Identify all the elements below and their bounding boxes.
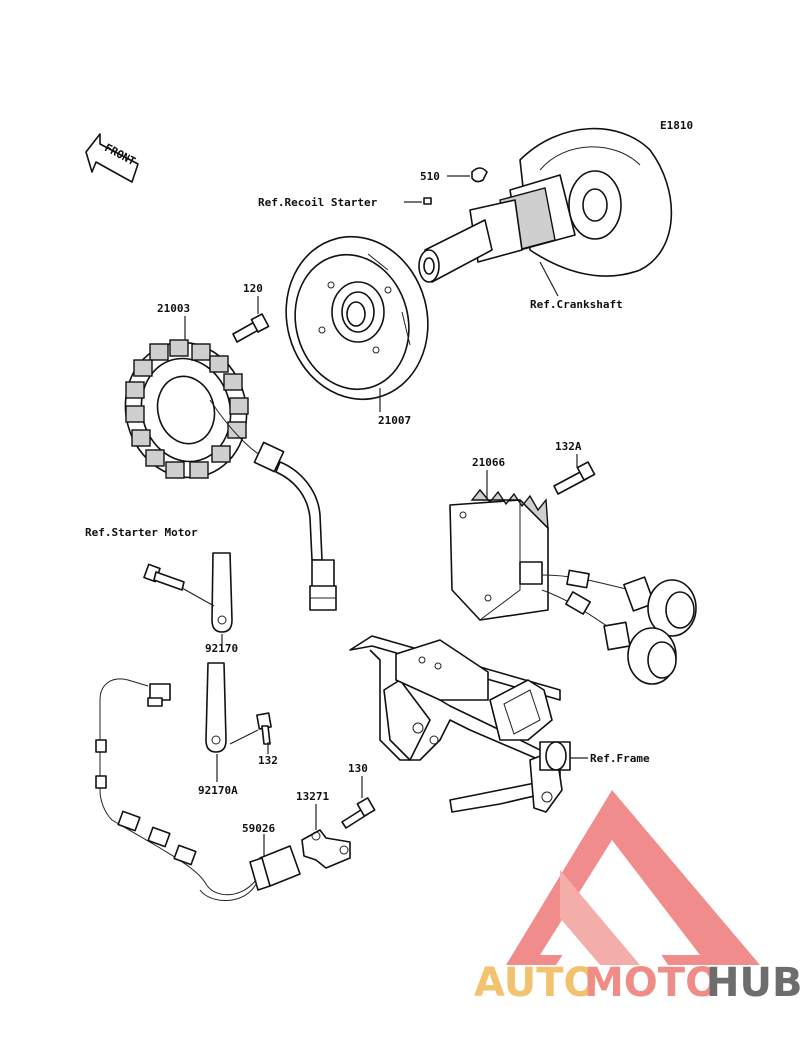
- watermark-logo-mark: [506, 790, 760, 965]
- label-21066: 21066: [472, 456, 505, 469]
- label-132: 132: [258, 754, 278, 767]
- label-120: 120: [243, 282, 263, 295]
- ground-strap-92170: [211, 552, 233, 633]
- label-21003: 21003: [157, 302, 190, 315]
- bolt-132: [256, 712, 272, 745]
- label-ref-recoil: Ref.Recoil Starter: [258, 196, 378, 209]
- frame: [349, 635, 571, 813]
- woodruff-key-510: [471, 167, 488, 183]
- label-ref-crankshaft: Ref.Crankshaft: [530, 298, 623, 311]
- label-92170a: 92170A: [198, 784, 238, 797]
- label-ref-starter: Ref.Starter Motor: [85, 526, 198, 539]
- regulator-21066: [449, 488, 549, 621]
- bolt-120: [232, 313, 270, 343]
- label-21007: 21007: [378, 414, 411, 427]
- label-92170: 92170: [205, 642, 238, 655]
- stator-harness: [209, 399, 337, 611]
- label-510: 510: [420, 170, 440, 183]
- bracket-13271: [301, 829, 351, 869]
- bolt-130: [341, 797, 376, 829]
- watermark-auto: AUTO: [474, 960, 598, 1006]
- label-59026: 59026: [242, 822, 275, 835]
- bolt-132a: [553, 461, 596, 495]
- diagram-code: E1810: [660, 119, 693, 132]
- label-ref-frame: Ref.Frame: [590, 752, 650, 765]
- ground-strap-92170a: [205, 662, 227, 753]
- stator-21003: [124, 339, 249, 479]
- crankshaft: [418, 127, 673, 283]
- label-13271: 13271: [296, 790, 329, 803]
- recoil-key: [423, 197, 432, 205]
- front-arrow: FRONT: [85, 133, 139, 183]
- label-132a: 132A: [555, 440, 582, 453]
- label-130: 130: [348, 762, 368, 775]
- flywheel-21007: [285, 235, 429, 401]
- pickup-harness: [95, 678, 257, 902]
- watermark-logo-text: AUTO MOTO HUB: [474, 960, 800, 1006]
- regulator-harness: [541, 569, 697, 685]
- connector-upper: [623, 576, 697, 637]
- pickup-coil-59026: [249, 845, 301, 891]
- watermark-hub: HUB: [706, 960, 800, 1006]
- starter-motor-bolt: [143, 563, 185, 591]
- connector-lower: [603, 621, 677, 685]
- watermark-moto: MOTO: [584, 960, 719, 1006]
